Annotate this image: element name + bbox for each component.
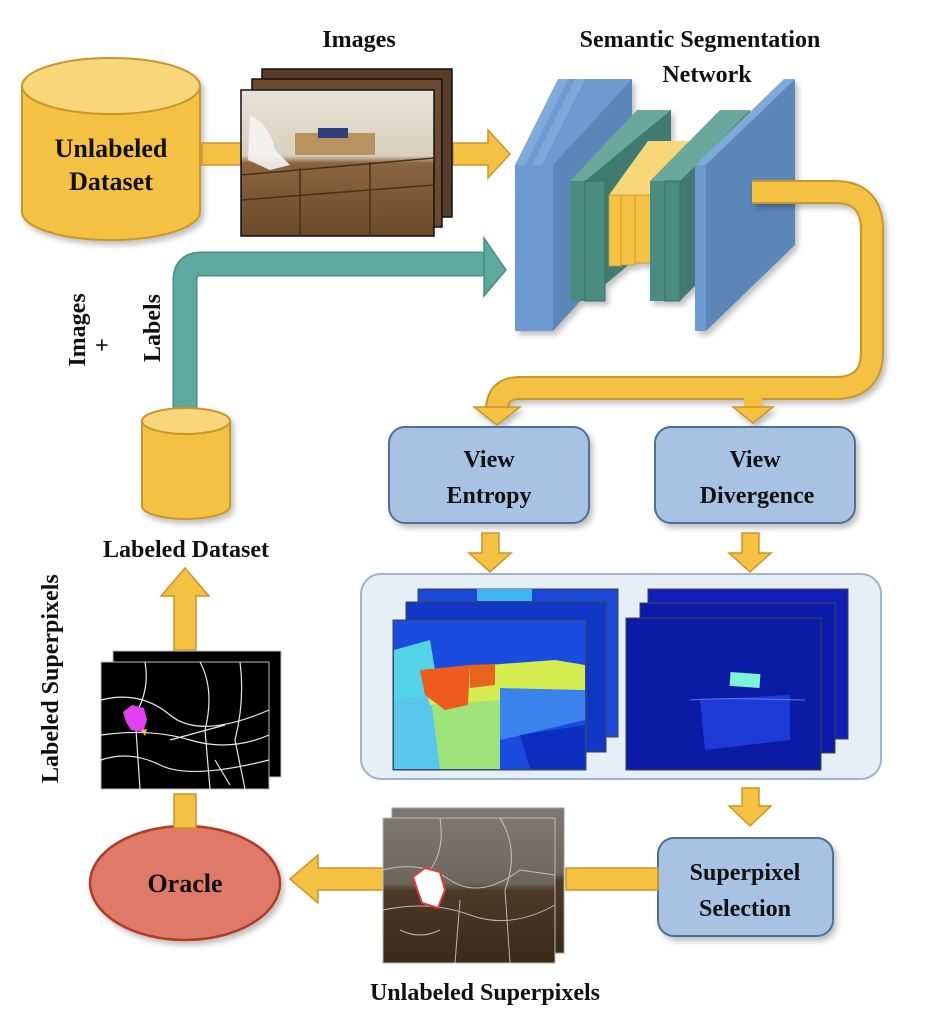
view-entropy-box: View Entropy bbox=[388, 426, 590, 524]
images-labels-line1: Images bbox=[65, 293, 91, 366]
unlabeled-superpixels-label: Unlabeled Superpixels bbox=[370, 980, 600, 1006]
superpixel-selection-line2: Selection bbox=[699, 896, 791, 922]
superpixel-overlay-image bbox=[382, 817, 556, 964]
view-divergence-line1: View bbox=[729, 447, 781, 473]
divergence-maps-stack bbox=[625, 588, 849, 771]
arrow-network-to-views bbox=[471, 180, 884, 426]
arrow-labeled-superpixels-to-dataset bbox=[159, 566, 211, 651]
arrow-oracle-to-labeled-superpixels bbox=[173, 793, 197, 829]
oracle-label: Oracle bbox=[147, 869, 222, 898]
entropy-maps-stack bbox=[392, 588, 619, 771]
arrow-divergence-to-maps bbox=[727, 532, 773, 574]
superpixel-selection-line1: Superpixel bbox=[690, 860, 801, 886]
view-entropy-line1: View bbox=[463, 447, 515, 473]
network-label-line2: Network bbox=[662, 62, 752, 88]
superpixel-boundary-map bbox=[100, 661, 270, 790]
unlabeled-superpixels-stack bbox=[382, 807, 565, 964]
view-divergence-box: View Divergence bbox=[654, 426, 856, 524]
labeled-superpixels-rotated: Labeled Superpixels bbox=[38, 574, 64, 783]
selected-superpixel bbox=[411, 866, 447, 910]
images-labels-line3: Labels bbox=[140, 294, 166, 362]
images-labels-label: Images bbox=[65, 293, 91, 366]
view-divergence-line2: Divergence bbox=[700, 483, 815, 509]
arrow-labeled-to-network bbox=[172, 235, 507, 410]
labeled-superpixels-label: Labeled Superpixels bbox=[38, 574, 64, 783]
view-entropy-line2: Entropy bbox=[447, 483, 532, 509]
labeled-superpixels-stack bbox=[100, 650, 282, 790]
superpixel-selection-box: Superpixel Selection bbox=[657, 837, 834, 937]
images-labels-rotated-3: Labels bbox=[140, 294, 166, 362]
oracle-node: Oracle bbox=[88, 824, 282, 942]
segmentation-network bbox=[515, 79, 795, 331]
arrow-images-to-network bbox=[452, 128, 512, 180]
labeled-dataset-label: Labeled Dataset bbox=[103, 537, 269, 563]
images-label: Images bbox=[322, 27, 395, 53]
arrow-entropy-to-maps bbox=[467, 532, 513, 574]
bottleneck-layer bbox=[608, 141, 690, 267]
images-labels-line2: + bbox=[90, 338, 116, 352]
unlabeled-dataset-label-line2: Dataset bbox=[69, 167, 153, 196]
unlabeled-dataset-label-line1: Unlabeled bbox=[55, 134, 168, 163]
images-stack bbox=[240, 68, 453, 237]
labeled-superpixel bbox=[123, 705, 147, 732]
arrow-maps-to-selection bbox=[727, 787, 773, 828]
arrow-superpixels-to-oracle bbox=[288, 853, 387, 905]
labeled-dataset-cylinder bbox=[141, 407, 231, 520]
unlabeled-dataset-cylinder bbox=[21, 57, 201, 241]
network-label-line1: Semantic Segmentation bbox=[580, 27, 821, 53]
decoder-layer bbox=[695, 79, 795, 331]
arrow-selection-to-superpixels bbox=[565, 867, 659, 891]
arrow-dataset-to-images bbox=[201, 142, 243, 166]
